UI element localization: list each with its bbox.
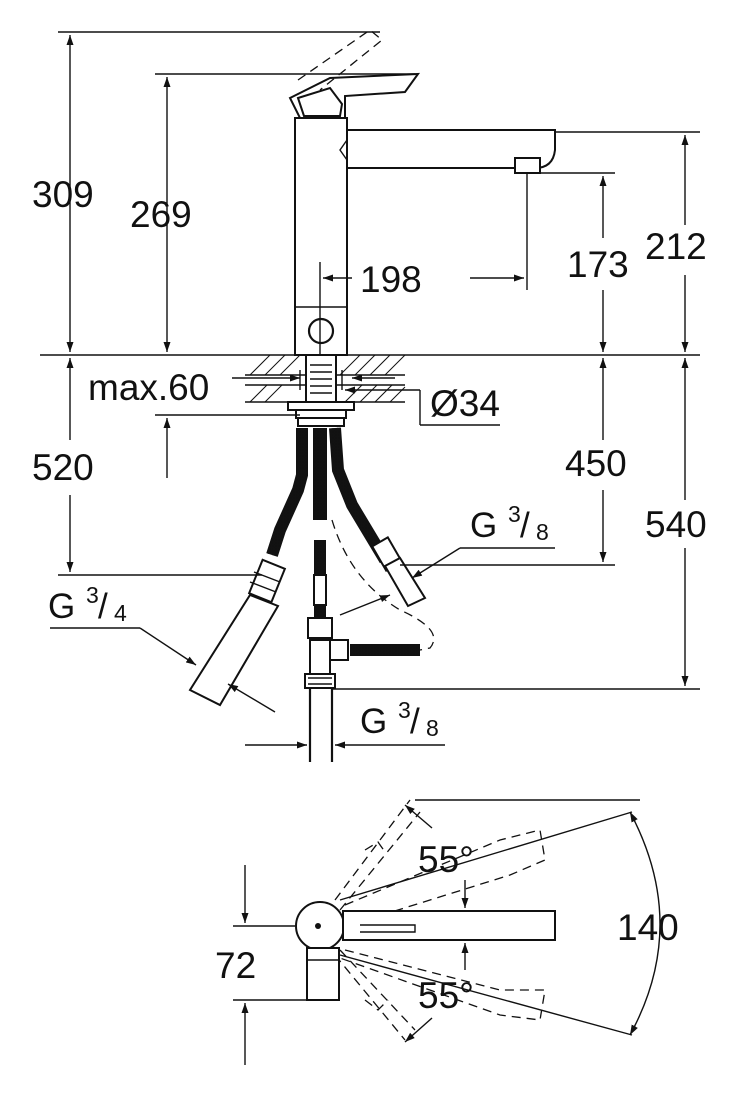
svg-text:4: 4: [114, 600, 127, 626]
dim-140: 140: [617, 907, 679, 948]
svg-text:3: 3: [508, 501, 521, 527]
supply-hoses: [188, 427, 435, 762]
deck-section: [40, 354, 700, 403]
dim-269: 269: [130, 194, 192, 235]
side-view: 309 269 198 173 212 max.60 Ø34 520 450 5…: [32, 29, 707, 762]
dim-173: 173: [567, 244, 629, 285]
spout-top: [342, 910, 556, 941]
svg-text:G: G: [470, 506, 497, 545]
connection-label-bottom: G 3 / 8: [360, 697, 439, 741]
svg-text:8: 8: [536, 519, 549, 545]
dim-diameter-34: Ø34: [430, 383, 500, 424]
dim-540: 540: [645, 504, 707, 545]
svg-text:G: G: [48, 587, 75, 626]
angle-55-upper: 55°: [418, 839, 474, 880]
svg-text:/: /: [520, 506, 530, 545]
dim-450: 450: [565, 443, 627, 484]
lever-top: [306, 947, 340, 1001]
svg-text:G: G: [360, 702, 387, 741]
dim-520: 520: [32, 447, 94, 488]
swivel-positions: [334, 799, 546, 1041]
svg-text:/: /: [98, 587, 108, 626]
connection-label-left: G 3 / 4: [48, 582, 127, 626]
mounting-kit: [287, 354, 355, 427]
faucet-body: [288, 29, 556, 356]
top-view: 55° 55° 140 72: [215, 799, 679, 1065]
dimension-lines: [50, 31, 700, 749]
angle-55-lower: 55°: [418, 975, 474, 1016]
svg-text:8: 8: [426, 715, 439, 741]
dim-212: 212: [645, 226, 707, 267]
dim-72: 72: [215, 945, 256, 986]
svg-text:/: /: [410, 702, 420, 741]
dim-max-60: max.60: [88, 367, 209, 408]
svg-text:3: 3: [86, 582, 99, 608]
dim-198: 198: [360, 259, 422, 300]
connection-label-right: G 3 / 8: [470, 501, 549, 545]
svg-text:3: 3: [398, 697, 411, 723]
dim-309: 309: [32, 174, 94, 215]
